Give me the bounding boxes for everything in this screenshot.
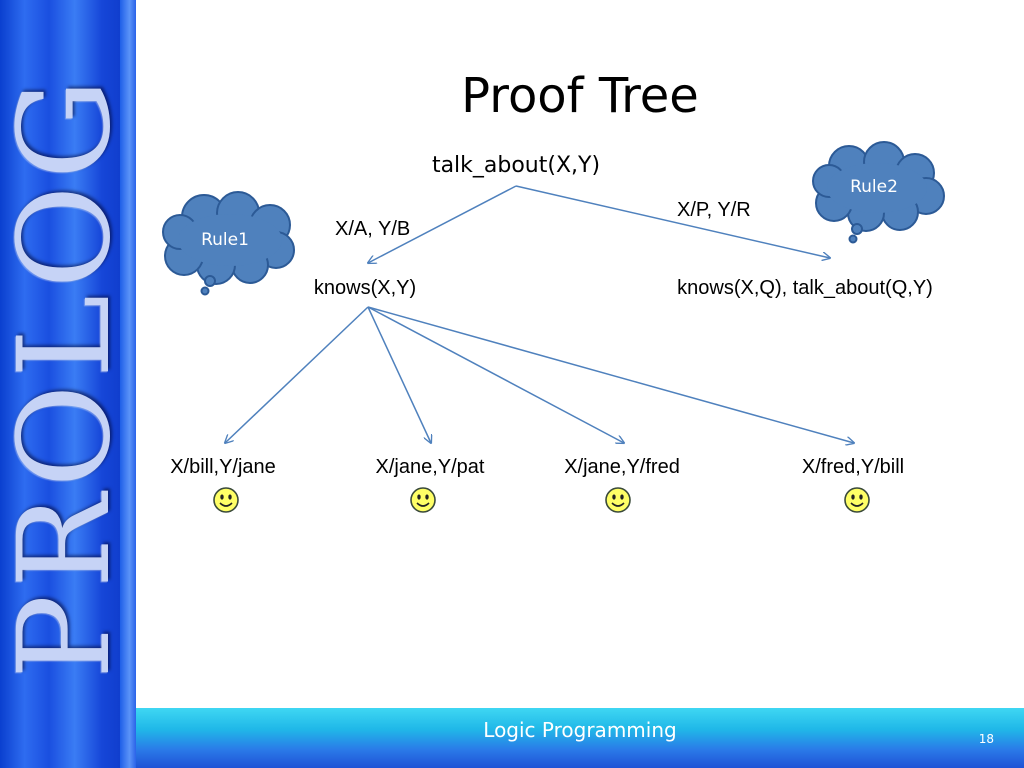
rule1-label: Rule1 (201, 230, 249, 250)
sidebar-edge (120, 0, 136, 768)
edge-label-right: X/P, Y/R (677, 199, 751, 221)
rule2-bubble: Rule2 (812, 141, 945, 244)
smiley-icon (605, 487, 631, 513)
slide-title: Proof Tree (461, 68, 699, 124)
slide-number: 18 (978, 732, 994, 746)
footer-title: Logic Programming (483, 718, 677, 742)
edge-knows-leaf-4 (367, 306, 854, 443)
smiley-icon (844, 487, 870, 513)
leaf-node: X/fred,Y/bill (802, 456, 904, 478)
rule1-bubble: Rule1 (162, 191, 295, 296)
leaf-node: X/bill,Y/jane (170, 456, 276, 478)
node-knows: knows(X,Y) (314, 277, 416, 299)
root-node: talk_about(X,Y) (432, 153, 600, 178)
edge-root-left (368, 185, 517, 263)
edge-knows-leaf-2 (367, 306, 431, 443)
leaf-node: X/jane,Y/fred (564, 456, 680, 478)
sidebar: PROLOG (0, 0, 136, 768)
node-knows-talk-about: knows(X,Q), talk_about(Q,Y) (677, 277, 933, 299)
rule2-label: Rule2 (850, 177, 898, 197)
edge-knows-leaf-1 (225, 306, 369, 443)
edge-knows-leaf-3 (367, 306, 624, 443)
leaf-node: X/jane,Y/pat (376, 456, 485, 478)
smiley-icon (410, 487, 436, 513)
smiley-icon (213, 487, 239, 513)
edge-label-left: X/A, Y/B (335, 218, 410, 240)
edge-root-right (515, 185, 830, 258)
footer-bar: Logic Programming 18 (136, 708, 1024, 768)
